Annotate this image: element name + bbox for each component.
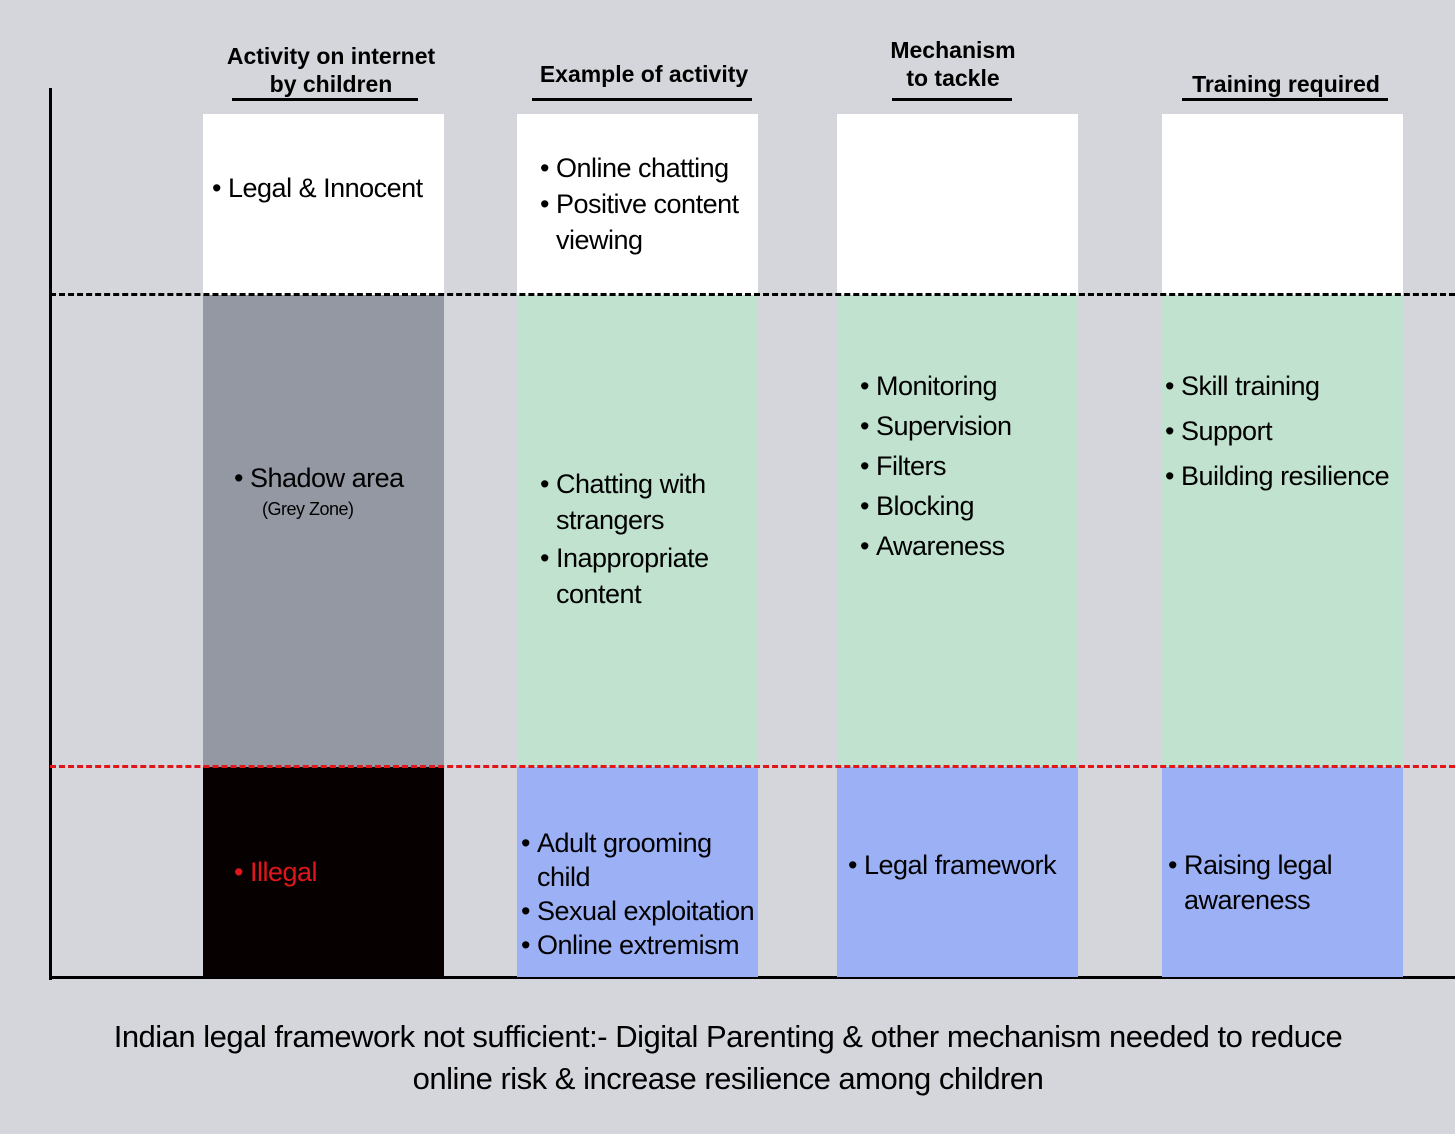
list-item: Blocking xyxy=(860,486,1075,526)
list-item: Adult grooming child xyxy=(521,826,761,894)
grey-training-text: Skill training Support Building resilien… xyxy=(1165,364,1415,499)
x-axis-line xyxy=(49,976,1455,979)
list-item: Positive content viewing xyxy=(540,186,765,258)
legal-boundary-dashed-line xyxy=(50,293,1455,296)
list-item: Chatting with strangers xyxy=(540,466,740,538)
legal-activity-text: Legal & Innocent xyxy=(212,170,447,206)
legal-examples-text: Online chatting Positive content viewing xyxy=(540,150,765,258)
cell-legal-mechanism xyxy=(837,114,1078,295)
list-item: Sexual exploitation xyxy=(521,894,761,928)
header-activity-underline xyxy=(232,98,418,101)
list-item: Building resilience xyxy=(1165,454,1415,499)
shadow-area-label: Shadow area xyxy=(250,463,404,493)
list-item: Illegal xyxy=(234,854,434,890)
cell-grey-activity xyxy=(203,295,444,767)
header-example-line1: Example of activity xyxy=(539,61,749,87)
y-axis-line xyxy=(49,88,52,980)
header-mechanism-line2: to tackle xyxy=(906,65,1000,91)
list-item: Support xyxy=(1165,409,1415,454)
list-item: Awareness xyxy=(860,526,1075,566)
grey-activity-text: Shadow area (Grey Zone) xyxy=(234,460,444,522)
list-item: Supervision xyxy=(860,406,1075,446)
header-example: Example of activity xyxy=(517,60,771,88)
illegal-training-text: Raising legal awareness xyxy=(1168,848,1388,918)
list-item: Skill training xyxy=(1165,364,1415,409)
cell-legal-training xyxy=(1162,114,1403,295)
grey-examples-text: Chatting with strangers Inappropriate co… xyxy=(540,466,740,612)
list-item: Raising legal awareness xyxy=(1168,848,1388,918)
illegal-examples-text: Adult grooming child Sexual exploitation… xyxy=(521,826,761,962)
caption-line1: Indian legal framework not sufficient:- … xyxy=(113,1019,1343,1054)
header-example-underline xyxy=(532,98,752,101)
list-item: Legal & Innocent xyxy=(212,170,447,206)
header-activity-line1: Activity on internet xyxy=(226,43,436,69)
illegal-boundary-dashed-line xyxy=(50,765,1455,768)
illegal-activity-text: Illegal xyxy=(234,854,434,890)
list-item: Monitoring xyxy=(860,366,1075,406)
list-item: Online extremism xyxy=(521,928,761,962)
header-training-underline xyxy=(1182,98,1388,101)
list-item: Filters xyxy=(860,446,1075,486)
caption-line2: online risk & increase resilience among … xyxy=(412,1061,1044,1096)
header-activity-line2: by children xyxy=(269,71,393,97)
header-training-line1: Training required xyxy=(1192,71,1380,97)
grey-zone-note: (Grey Zone) xyxy=(262,499,354,519)
header-activity: Activity on internet by children xyxy=(203,42,459,98)
grey-mechanisms-text: Monitoring Supervision Filters Blocking … xyxy=(860,366,1075,566)
header-training: Training required xyxy=(1170,70,1402,98)
list-item: Inappropriate content xyxy=(540,540,740,612)
list-item: Legal framework xyxy=(848,847,1083,883)
header-mechanism-line1: Mechanism xyxy=(890,37,1016,63)
caption: Indian legal framework not sufficient:- … xyxy=(0,1016,1455,1100)
header-mechanism-underline xyxy=(892,98,1012,101)
illegal-mechanisms-text: Legal framework xyxy=(848,847,1083,883)
list-item: Shadow area xyxy=(234,460,444,496)
header-mechanism: Mechanism to tackle xyxy=(837,36,1069,92)
list-item: Online chatting xyxy=(540,150,765,186)
